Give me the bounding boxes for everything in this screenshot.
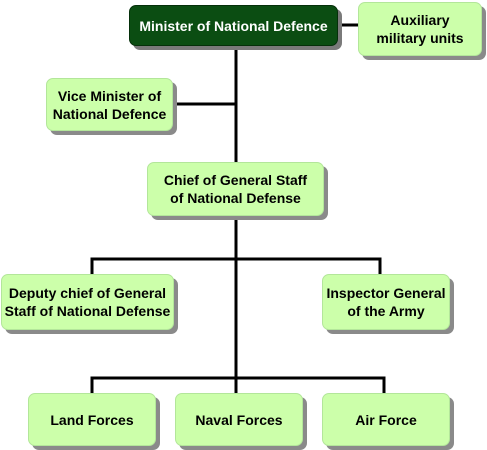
node-inspector-general-label: Inspector General of the Army <box>326 285 446 319</box>
node-chief-of-staff-label: Chief of General Staff of National Defen… <box>163 172 308 206</box>
node-inspector-general: Inspector General of the Army <box>322 274 450 330</box>
node-vice-minister-label: Vice Minister of National Defence <box>52 87 167 122</box>
node-land-forces-label: Land Forces <box>50 411 134 428</box>
node-chief-of-staff: Chief of General Staff of National Defen… <box>147 162 324 216</box>
node-vice-minister: Vice Minister of National Defence <box>46 78 173 131</box>
node-air-force-label: Air Force <box>355 411 417 428</box>
node-naval-forces-label: Naval Forces <box>195 411 283 428</box>
node-naval-forces: Naval Forces <box>175 393 303 446</box>
node-land-forces: Land Forces <box>28 393 156 446</box>
node-auxiliary: Auxiliary military units <box>358 2 482 56</box>
node-minister: Minister of National Defence <box>129 5 338 46</box>
node-deputy-chief-label: Deputy chief of General Staff of Nationa… <box>4 285 171 319</box>
node-auxiliary-label: Auxiliary military units <box>376 12 464 46</box>
node-minister-label: Minister of National Defence <box>139 17 328 34</box>
node-deputy-chief: Deputy chief of General Staff of Nationa… <box>1 274 174 330</box>
node-air-force: Air Force <box>322 393 450 446</box>
